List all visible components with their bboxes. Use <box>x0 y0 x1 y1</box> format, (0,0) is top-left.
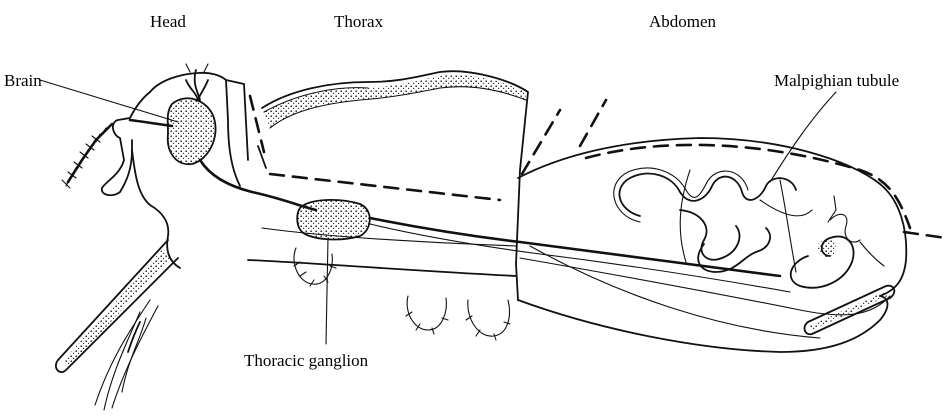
optic-nerve <box>130 120 172 126</box>
thoracic-ganglion <box>297 200 370 240</box>
thorax-label: Thorax <box>334 12 384 31</box>
proboscis <box>56 240 178 410</box>
head-label: Head <box>150 12 186 31</box>
ventral-nerve-cord <box>200 160 790 292</box>
abdomen-outline <box>518 138 906 352</box>
tail-sheath <box>805 286 895 335</box>
thoracic-ganglion-label: Thoracic ganglion <box>244 351 369 370</box>
brain-label: Brain <box>4 71 42 90</box>
abdomen-label: Abdomen <box>649 12 717 31</box>
brain-ganglion <box>168 80 216 164</box>
thorax-outline <box>248 71 528 300</box>
malpighian-tubule-label: Malpighian tubule <box>774 71 899 90</box>
head-outline <box>102 64 248 268</box>
antenna <box>62 124 112 188</box>
malpighian-leader-line <box>770 92 836 182</box>
ganglion-leader-line <box>326 238 328 344</box>
